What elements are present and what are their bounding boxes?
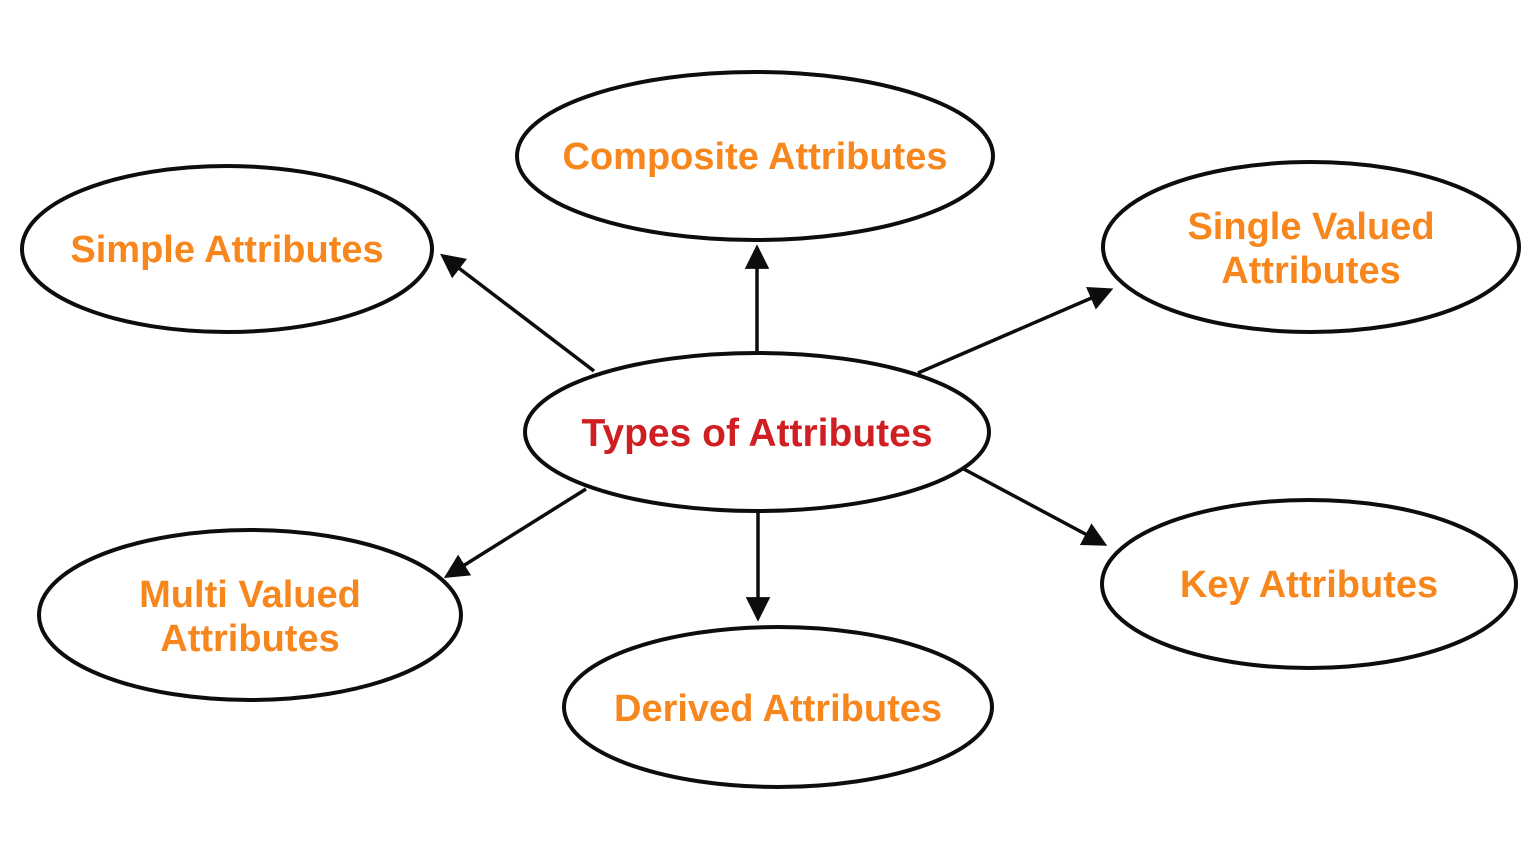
edge-center-to-simple	[440, 253, 596, 373]
simple-attributes-label: Simple Attributes	[70, 229, 383, 271]
multi-valued-attributes-label-line1: Multi Valued	[139, 574, 361, 616]
node-group	[20, 70, 1521, 789]
multi-valued-attributes-label-line2: Attributes	[160, 618, 339, 660]
edge-center-to-multi-valued	[443, 487, 587, 578]
composite-attributes-label: Composite Attributes	[563, 136, 948, 178]
single-valued-attributes-label-line2: Attributes	[1221, 250, 1400, 292]
label-group: Composite Attributes Simple Attributes S…	[70, 136, 1438, 730]
node-single-valued-attributes	[1101, 160, 1521, 334]
node-key-attributes	[1100, 498, 1518, 670]
derived-attributes-label: Derived Attributes	[614, 688, 942, 730]
node-multi-valued-attributes	[37, 528, 463, 702]
types-of-attributes-center-label: Types of Attributes	[581, 412, 932, 455]
edge-center-to-single-valued	[917, 287, 1114, 375]
node-types-of-attributes-center	[523, 351, 991, 513]
key-attributes-label: Key Attributes	[1180, 564, 1438, 606]
edge-center-to-key	[959, 465, 1108, 546]
node-derived-attributes	[562, 625, 994, 789]
node-composite-attributes	[515, 70, 995, 242]
node-simple-attributes	[20, 164, 434, 334]
single-valued-attributes-label-line1: Single Valued	[1187, 206, 1434, 248]
edge-group	[440, 244, 1114, 622]
